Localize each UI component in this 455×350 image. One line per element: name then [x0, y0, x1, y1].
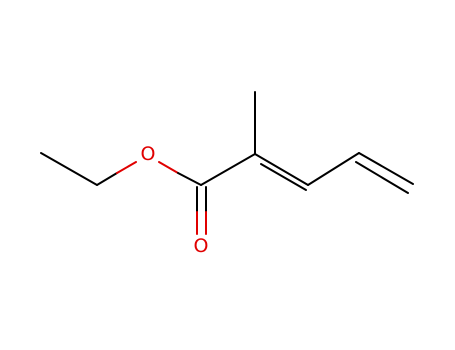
- ester-oxygen-label: O: [141, 143, 156, 165]
- bond-c3-c4: [307, 152, 360, 186]
- bond-c4-c5-inner: [355, 161, 409, 194]
- bond-c2-c3-outer: [254, 153, 309, 186]
- bond-oxygen-carbonyl-carbon-half: [177, 172, 202, 186]
- bond-group: [40, 91, 414, 235]
- bond-c2-c3-inner: [260, 163, 307, 191]
- carbonyl-oxygen-label: O: [194, 235, 209, 257]
- bond-ch2-oxygen-carbon-half: [96, 172, 118, 186]
- bond-ch2-oxygen-oxygen-half: [116, 161, 137, 174]
- bond-oxygen-carbonyl-oxygen-half: [158, 161, 179, 174]
- bond-ethyl-ch3-ch2: [40, 152, 98, 186]
- bond-c4-c5-outer: [358, 152, 414, 185]
- atom-label-group: O O: [141, 143, 209, 257]
- bond-carbonyl-c2: [200, 153, 256, 186]
